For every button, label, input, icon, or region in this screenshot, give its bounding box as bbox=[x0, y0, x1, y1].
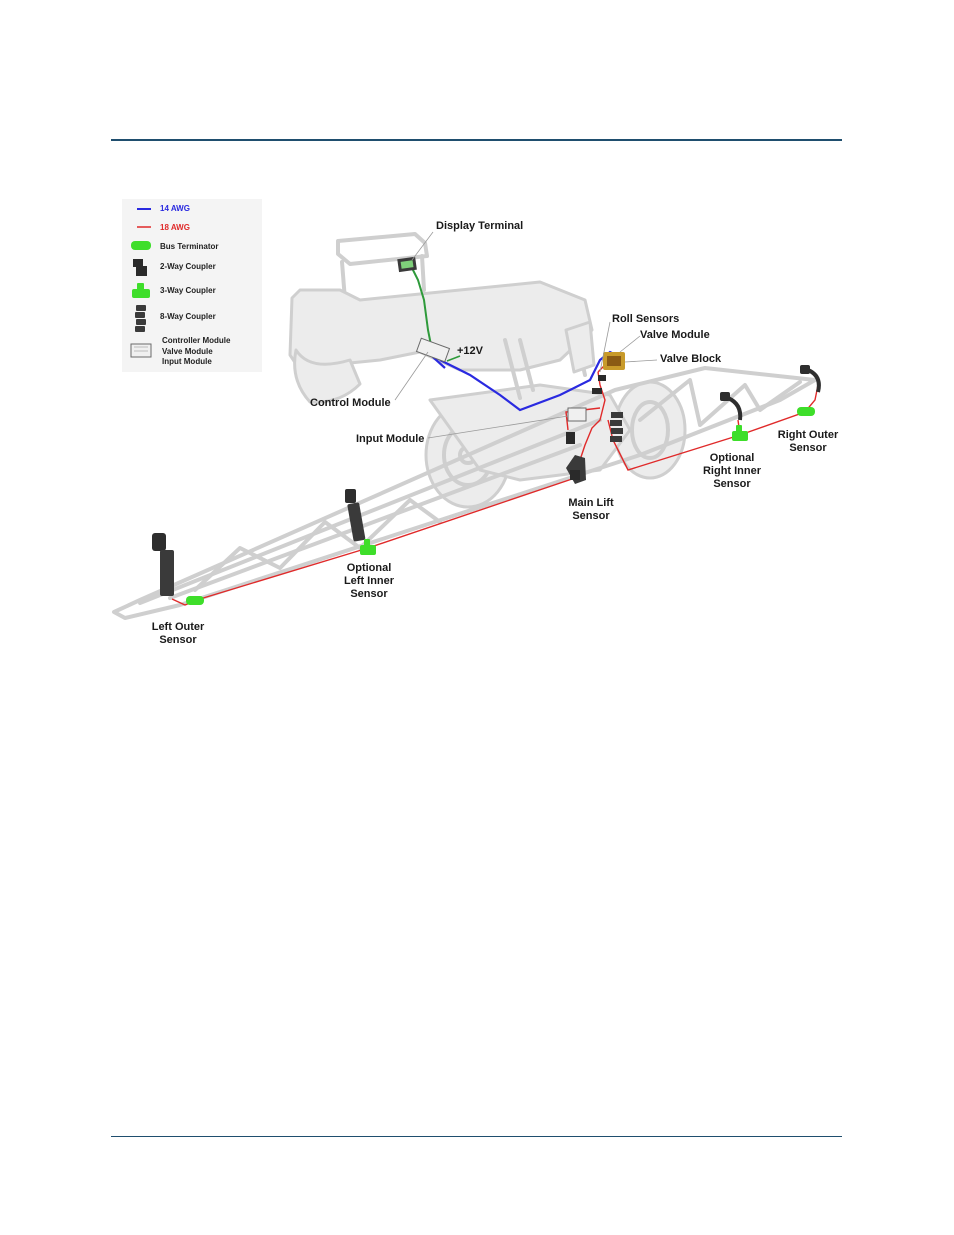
svg-text:Main Lift: Main Lift bbox=[568, 497, 614, 509]
label-left-outer-sensor: Left Outer Sensor bbox=[152, 621, 205, 646]
label-valve-block: Valve Block bbox=[660, 353, 722, 365]
label-right-outer-sensor: Right Outer Sensor bbox=[778, 429, 839, 454]
roll-sensors-unit bbox=[592, 375, 606, 394]
svg-text:Optional: Optional bbox=[347, 562, 392, 574]
input-module-cable bbox=[565, 407, 601, 431]
legend-item-2way-coupler: 2-Way Coupler bbox=[160, 262, 216, 271]
svg-text:Right Outer: Right Outer bbox=[778, 429, 839, 441]
header-rule bbox=[111, 139, 842, 141]
label-valve-module: Valve Module bbox=[640, 329, 710, 341]
eight-way-coupler-icon bbox=[135, 305, 146, 332]
display-terminal-unit bbox=[397, 256, 417, 273]
legend-item-controller-module: Controller Module bbox=[162, 336, 231, 345]
left-outer-sensor-unit bbox=[152, 533, 174, 596]
svg-text:Right Inner: Right Inner bbox=[703, 465, 762, 477]
footer-rule bbox=[111, 1136, 842, 1137]
valve-block-unit bbox=[603, 352, 625, 370]
label-optional-left-inner-sensor: Optional Left Inner Sensor bbox=[344, 562, 395, 600]
svg-text:Sensor: Sensor bbox=[713, 478, 751, 490]
svg-text:Optional: Optional bbox=[710, 452, 755, 464]
svg-text:Sensor: Sensor bbox=[159, 634, 197, 646]
label-plus12v: +12V bbox=[457, 345, 484, 357]
label-main-lift-sensor: Main Lift Sensor bbox=[568, 497, 614, 522]
legend-item-18awg: 18 AWG bbox=[160, 223, 190, 232]
svg-text:Sensor: Sensor bbox=[572, 510, 610, 522]
display-terminal-cable bbox=[411, 267, 433, 351]
eight-way-coupler-unit bbox=[610, 412, 623, 442]
legend-item-14awg: 14 AWG bbox=[160, 204, 190, 213]
label-optional-right-inner-sensor: Optional Right Inner Sensor bbox=[703, 452, 762, 490]
main-lift-sensor-unit bbox=[566, 455, 586, 484]
sprayer-boom bbox=[112, 366, 817, 620]
svg-text:Left Outer: Left Outer bbox=[152, 621, 205, 633]
three-way-coupler-icon bbox=[132, 283, 150, 298]
right-inner-sensor-unit bbox=[720, 392, 743, 421]
legend-item-8way-coupler: 8-Way Coupler bbox=[160, 312, 216, 321]
legend-background bbox=[122, 199, 262, 372]
left-outer-terminator bbox=[186, 596, 204, 605]
svg-text:Sensor: Sensor bbox=[350, 588, 388, 600]
left-inner-three-way-coupler bbox=[360, 539, 376, 555]
legend-item-input-module: Input Module bbox=[162, 357, 212, 366]
two-way-coupler-icon bbox=[133, 259, 147, 276]
bus-terminator-icon bbox=[131, 241, 151, 250]
control-module-unit bbox=[415, 337, 451, 363]
label-input-module: Input Module bbox=[356, 433, 424, 445]
right-inner-three-way-coupler bbox=[732, 425, 748, 441]
svg-text:Left Inner: Left Inner bbox=[344, 575, 395, 587]
module-icon bbox=[130, 343, 152, 358]
svg-text:Sensor: Sensor bbox=[789, 442, 827, 454]
label-display-terminal: Display Terminal bbox=[436, 220, 523, 232]
input-module-unit bbox=[567, 407, 587, 422]
right-outer-sensor-unit bbox=[800, 365, 821, 393]
leader-lines bbox=[394, 231, 658, 439]
label-control-module: Control Module bbox=[310, 397, 391, 409]
legend: 14 AWG 18 AWG Bus Terminator 2-Way Coupl… bbox=[122, 199, 262, 372]
label-roll-sensors: Roll Sensors bbox=[612, 313, 679, 325]
left-inner-sensor-unit bbox=[345, 489, 366, 542]
legend-item-bus-terminator: Bus Terminator bbox=[160, 242, 219, 251]
legend-item-3way-coupler: 3-Way Coupler bbox=[160, 286, 216, 295]
right-outer-terminator bbox=[797, 407, 815, 416]
legend-item-valve-module: Valve Module bbox=[162, 347, 213, 356]
plus12v-lead bbox=[446, 355, 461, 362]
input-sensor-unit bbox=[566, 432, 575, 444]
